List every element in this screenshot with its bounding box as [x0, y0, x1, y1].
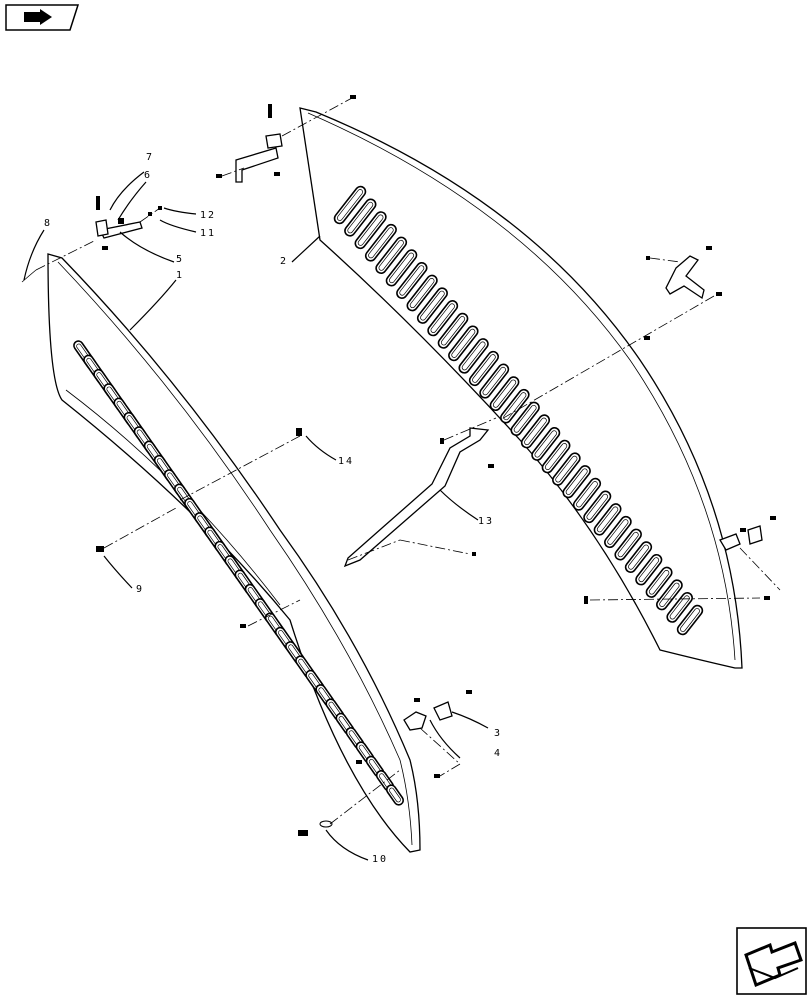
- grille-slot-inner: [617, 531, 639, 558]
- callout-14: 14: [338, 456, 354, 467]
- grille-slot-inner: [357, 214, 384, 246]
- grille-slot-inner: [492, 379, 517, 408]
- grille-slot: [604, 515, 632, 549]
- grille-slot-inner: [524, 417, 547, 446]
- callout-labels: 1 2 3 4 5 6 7 8 9 10 11 12 13 14: [44, 152, 502, 865]
- grille-slot-inner: [544, 443, 568, 470]
- support-bar: [343, 427, 490, 568]
- grille-slot: [656, 579, 683, 611]
- grille-slot: [458, 338, 489, 374]
- grille-slot: [676, 604, 704, 636]
- grille-slot: [583, 490, 612, 524]
- grille-slot: [593, 503, 622, 536]
- grille-slot: [531, 427, 561, 461]
- grille-slot: [624, 541, 653, 573]
- grille-slot-inner: [347, 201, 374, 234]
- fasteners: [96, 417, 497, 836]
- grille-slot: [645, 566, 673, 598]
- grille-slot-inner: [659, 582, 680, 607]
- callout-8: 8: [44, 218, 52, 229]
- grille-slot: [406, 274, 438, 312]
- grille-slot-inner: [628, 544, 649, 570]
- lower-hinge-bracket: [356, 690, 472, 778]
- grille-slot-inner: [389, 787, 401, 803]
- callout-6: 6: [144, 170, 152, 181]
- next-page-arrow-icon[interactable]: [736, 927, 807, 995]
- callout-4: 4: [494, 748, 502, 759]
- grille-slot: [666, 592, 693, 623]
- upper-bracket: [216, 95, 356, 183]
- grille-slot: [364, 223, 397, 262]
- grille-slot: [385, 784, 405, 806]
- grille-slot: [333, 185, 367, 225]
- right-mid-bracket: [499, 246, 722, 421]
- grille-slot: [375, 236, 408, 275]
- callout-10: 10: [372, 854, 388, 865]
- grille-slot: [344, 198, 377, 237]
- right-lower-bracket: [584, 516, 781, 604]
- right-panel-slots: [333, 185, 704, 636]
- callout-11: 11: [200, 228, 216, 239]
- grille-slot-inner: [440, 316, 466, 346]
- grille-slot-inner: [555, 455, 578, 483]
- grille-slot: [396, 261, 428, 299]
- grille-slot: [489, 376, 520, 412]
- grille-slot-inner: [669, 595, 690, 620]
- grille-slot: [510, 401, 540, 436]
- grille-slot-inner: [534, 430, 557, 458]
- grille-slot-inner: [368, 227, 394, 259]
- grille-slot-inner: [503, 392, 527, 421]
- leader-lines: [23, 171, 489, 861]
- grille-slot-inner: [586, 493, 609, 520]
- grille-slot-inner: [648, 570, 670, 595]
- grille-slot: [562, 465, 591, 499]
- grille-slot-inner: [513, 404, 537, 433]
- left-top-bracket: [21, 196, 162, 283]
- callout-13: 13: [478, 516, 494, 527]
- grille-slot-inner: [607, 519, 629, 545]
- grille-slot: [427, 300, 459, 337]
- grille-slot: [614, 528, 642, 561]
- grille-slot: [552, 452, 581, 486]
- callout-7: 7: [146, 152, 154, 163]
- grille-slot-inner: [472, 354, 496, 383]
- grille-slot-inner: [409, 278, 435, 309]
- callout-9: 9: [136, 584, 144, 595]
- grille-slot-inner: [638, 557, 660, 583]
- grille-slot-inner: [680, 608, 700, 632]
- left-grille-panel: [47, 253, 421, 853]
- grille-slot-inner: [565, 468, 588, 495]
- grille-slot-inner: [596, 506, 619, 533]
- grille-slot-inner: [336, 189, 364, 221]
- grille-slot: [437, 312, 469, 349]
- grille-slot-inner: [461, 341, 486, 371]
- callout-12: 12: [200, 210, 216, 221]
- grille-slot-inner: [388, 252, 415, 284]
- callout-1: 1: [176, 270, 184, 281]
- grille-slot: [416, 287, 448, 324]
- grille-slot: [479, 363, 510, 399]
- callout-3: 3: [494, 728, 502, 739]
- right-grille-panel: [299, 107, 743, 669]
- grille-slot: [448, 325, 479, 362]
- grille-slot-inner: [378, 239, 404, 271]
- grille-slot: [385, 249, 418, 287]
- callout-5: 5: [176, 254, 184, 265]
- left-panel-slots: [73, 340, 405, 806]
- callout-2: 2: [280, 256, 288, 267]
- grille-slot-inner: [430, 303, 455, 333]
- grille-slot: [468, 350, 499, 387]
- grille-slot-inner: [451, 328, 476, 358]
- grille-slot-inner: [576, 481, 598, 508]
- grille-slot: [354, 211, 387, 250]
- grille-slot: [635, 553, 663, 586]
- grille-slot: [572, 477, 602, 511]
- book-navigation-icon[interactable]: [5, 4, 80, 31]
- grille-slot: [520, 414, 551, 449]
- grille-slot: [541, 439, 571, 474]
- grille-slot-inner: [482, 366, 506, 396]
- grille-slot-inner: [420, 290, 445, 321]
- grille-slot-inner: [399, 265, 425, 296]
